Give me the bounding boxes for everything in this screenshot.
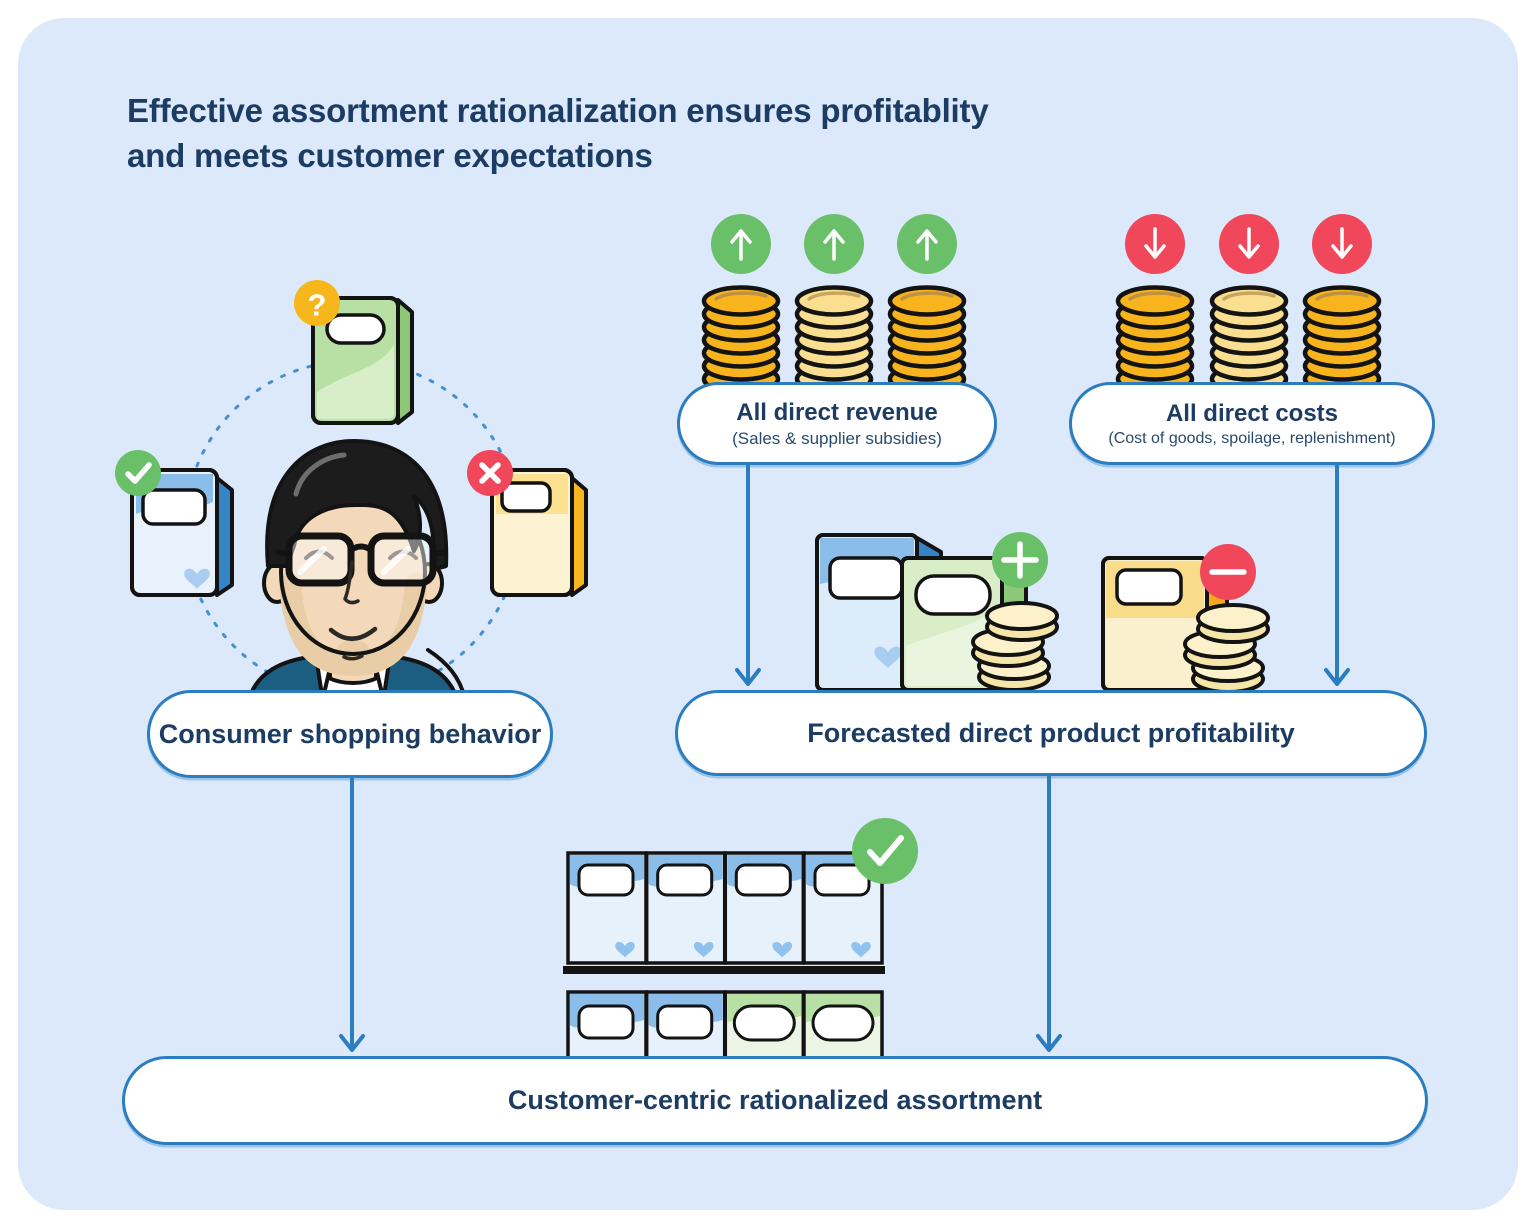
svg-text:?: ?: [308, 288, 327, 323]
forecast-profitability-label: Forecasted direct product profitability: [807, 717, 1295, 748]
arrow-costs-to-forecast: [1324, 462, 1350, 686]
rationalized-assortment-label: Customer-centric rationalized assortment: [507, 1085, 1043, 1115]
direct-revenue-pill: All direct revenue (Sales & supplier sub…: [677, 382, 997, 465]
question-badge-icon: ?: [294, 280, 340, 326]
connector-arrows: [339, 462, 1350, 1052]
direct-costs-label: All direct costs: [1165, 399, 1339, 427]
revenue-arrow-icons: [709, 212, 959, 276]
shopper-figure: [246, 439, 466, 704]
cost-coin-stacks: [1118, 288, 1379, 393]
arrow-revenue-to-forecast: [735, 462, 761, 686]
direct-costs-pill: All direct costs (Cost of goods, spoilag…: [1069, 382, 1435, 465]
direct-costs-sublabel: (Cost of goods, spoilage, replenishment): [1108, 429, 1396, 447]
direct-revenue-label: All direct revenue: [736, 398, 938, 426]
profitability-illustration: [815, 532, 1270, 694]
product-box-rejected: [467, 450, 588, 597]
check-badge-icon: [115, 450, 161, 496]
arrow-consumer-to-assortment: [339, 775, 365, 1052]
shelf-illustration: [563, 818, 918, 1104]
revenue-coin-stacks: [704, 288, 964, 393]
shelf-check-badge-icon: [852, 818, 918, 884]
title-line-2: and meets customer expectations: [127, 137, 653, 174]
minus-badge-icon: [1200, 544, 1256, 600]
consumer-behavior-label: Consumer shopping behavior: [158, 718, 542, 749]
product-box-question: ?: [294, 280, 414, 425]
cost-arrow-icons: [1123, 212, 1374, 276]
direct-revenue-sublabel: (Sales & supplier subsidies): [732, 428, 942, 448]
forecast-profitability-pill: Forecasted direct product profitability: [675, 690, 1427, 776]
consumer-behavior-pill: Consumer shopping behavior: [147, 690, 553, 778]
product-box-approved: [115, 450, 234, 597]
profit-coins-left: [971, 601, 1059, 692]
page-title: Effective assortment rationalization ens…: [127, 88, 1227, 178]
arrow-forecast-to-assortment: [1036, 774, 1062, 1052]
rationalized-assortment-pill: Customer-centric rationalized assortment: [122, 1056, 1428, 1145]
glasses-icon: [275, 532, 447, 587]
title-line-1: Effective assortment rationalization ens…: [127, 92, 989, 129]
shelf-bar: [563, 966, 885, 974]
profit-coins-right: [1183, 603, 1270, 694]
cross-badge-icon: [467, 450, 513, 496]
plus-badge-icon: [992, 532, 1048, 588]
